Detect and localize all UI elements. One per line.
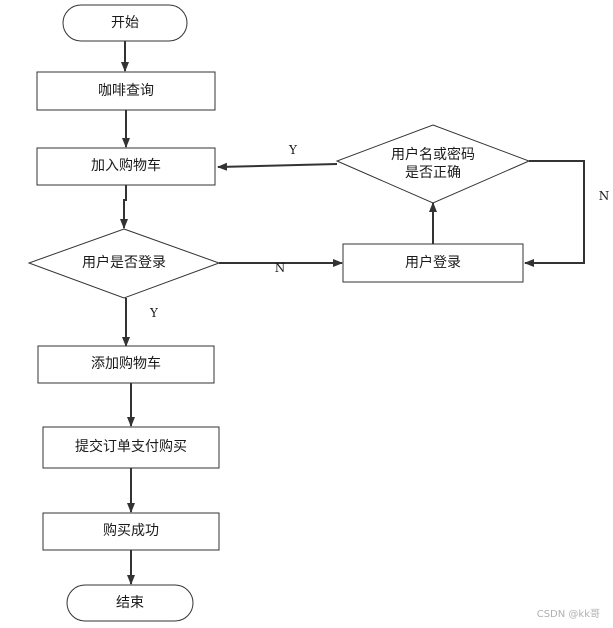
purchase-success-box — [42, 512, 220, 551]
connectors — [120, 40, 585, 585]
user-login-box — [342, 243, 524, 283]
credentials-check-diamond — [335, 124, 531, 204]
login-check-label: 用户是否登录 — [82, 254, 166, 271]
watermark: CSDN @kk哥 — [537, 608, 600, 620]
credentials-check-label-line1: 用户名或密码 — [391, 146, 475, 163]
start-terminal — [62, 4, 188, 42]
edge-add-cart-to-login-check — [120, 185, 128, 229]
add-cart-box — [37, 345, 215, 384]
add-to-cart-box — [36, 147, 216, 186]
credentials-no-label: N — [599, 189, 610, 203]
end-label: 结束 — [116, 595, 144, 611]
login-check-yes-label: Y — [149, 306, 159, 320]
credentials-yes-label: Y — [288, 143, 298, 157]
submit-order-label: 提交订单支付购买 — [75, 438, 187, 455]
edge-credentials-no — [524, 160, 585, 267]
start-label: 开始 — [111, 15, 139, 31]
purchase-success-label: 购买成功 — [103, 523, 159, 539]
add-to-cart-label: 加入购物车 — [91, 157, 161, 174]
login-check-diamond — [27, 228, 221, 299]
user-login-label: 用户登录 — [405, 254, 461, 271]
end-terminal — [66, 584, 194, 622]
coffee-query-box — [36, 71, 216, 111]
edge-credentials-yes — [217, 162, 338, 171]
submit-order-box — [42, 426, 220, 469]
credentials-check-label-line2: 是否正确 — [405, 165, 461, 181]
coffee-query-label: 咖啡查询 — [98, 83, 154, 99]
login-check-no-label: N — [275, 261, 286, 275]
add-cart-label: 添加购物车 — [91, 355, 161, 372]
